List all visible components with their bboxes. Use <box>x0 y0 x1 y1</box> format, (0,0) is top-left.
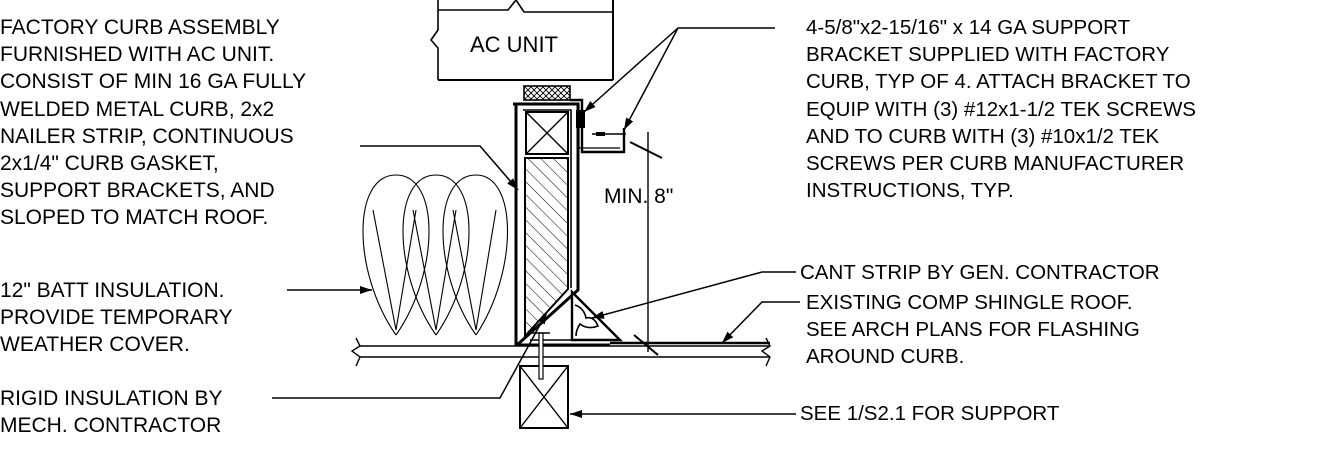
batt-insulation <box>362 174 508 336</box>
note-roof: EXISTING COMP SHINGLE ROOF. SEE ARCH PLA… <box>806 291 1140 369</box>
cant-strip <box>570 289 623 342</box>
note-rigid-insulation: RIGID INSULATION BY MECH. CONTRACTOR <box>0 387 223 438</box>
ac-unit <box>429 0 614 81</box>
support-bracket <box>570 98 626 154</box>
note-support-reference: SEE 1/S2.1 FOR SUPPORT <box>800 402 1060 425</box>
ac-unit-label: AC UNIT <box>470 32 558 57</box>
min-8-dimension-label: MIN. 8" <box>604 185 674 208</box>
note-cant-strip: CANT STRIP BY GEN. CONTRACTOR <box>800 261 1160 284</box>
support-joist <box>519 332 569 429</box>
leaders <box>272 27 800 418</box>
note-batt-insulation: 12" BATT INSULATION. PROVIDE TEMPORARY W… <box>0 279 233 357</box>
roof-deck <box>350 337 771 367</box>
rigid-insulation <box>524 157 569 339</box>
note-factory-curb: FACTORY CURB ASSEMBLY FURNISHED WITH AC … <box>0 16 307 230</box>
curb-gasket <box>523 85 571 101</box>
factory-curb <box>513 102 610 347</box>
dimension-min-8 <box>629 132 663 356</box>
note-support-bracket: 4-5/8"x2-15/16" x 14 GA SUPPORT BRACKET … <box>806 16 1196 203</box>
